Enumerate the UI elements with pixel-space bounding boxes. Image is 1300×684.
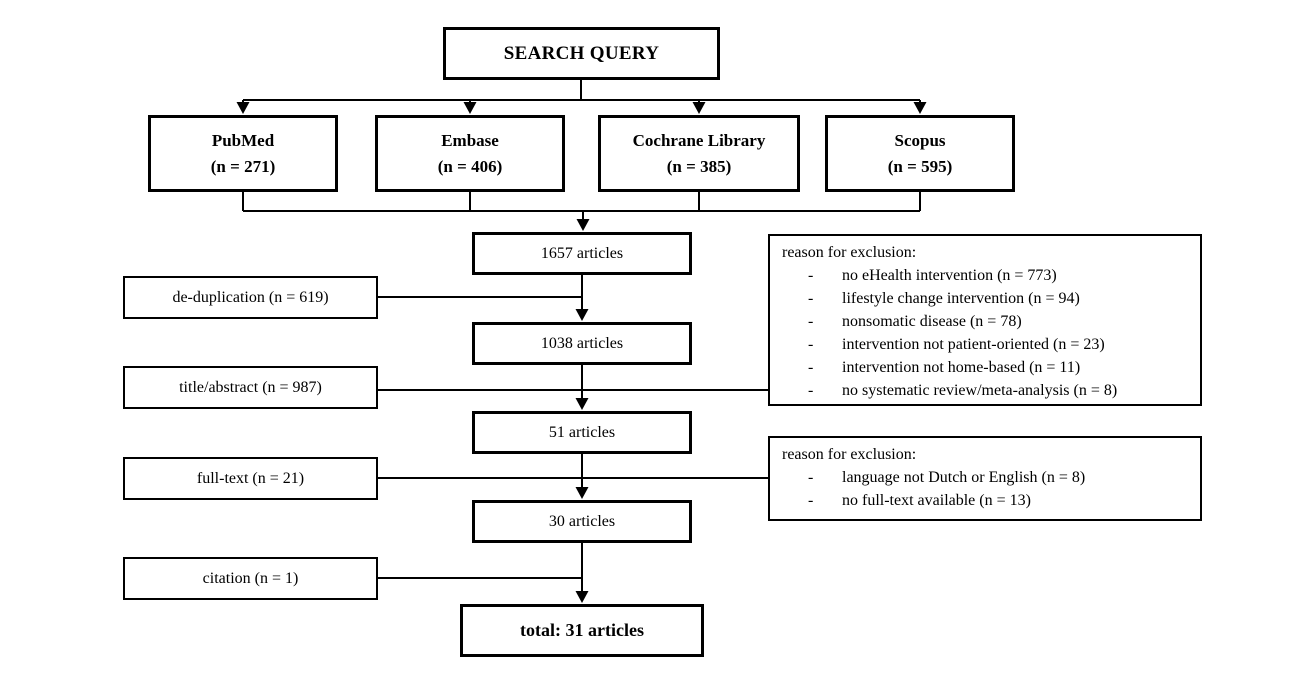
exclusion-title: reason for exclusion: xyxy=(782,244,917,261)
exclusion-item: - no systematic review/meta-analysis (n … xyxy=(782,379,1192,402)
database-merge-connector xyxy=(242,192,921,231)
database-box-cochrane-library: Cochrane Library (n = 385) xyxy=(598,115,800,192)
filter-label: title/abstract (n = 987) xyxy=(179,378,322,396)
exclusion-item-label: no systematic review/meta-analysis (n = … xyxy=(842,382,1118,399)
exclusion-item: - no full-text available (n = 13) xyxy=(782,489,1192,512)
search-query-label: SEARCH QUERY xyxy=(503,42,660,64)
filter-box-citation: citation (n = 1) xyxy=(123,557,378,600)
database-name: Embase xyxy=(441,130,499,150)
exclusion-item-label: no eHealth intervention (n = 773) xyxy=(842,267,1057,284)
exclusion-item-label: language not Dutch or English (n = 8) xyxy=(842,469,1086,486)
database-count: (n = 385) xyxy=(666,156,732,176)
dash-bullet-icon: - xyxy=(808,267,814,284)
database-box-embase: Embase (n = 406) xyxy=(375,115,565,192)
stage-box-30-articles: 30 articles xyxy=(472,500,692,543)
exclusion-title: reason for exclusion: xyxy=(782,446,917,463)
exclusion-item: - intervention not home-based (n = 11) xyxy=(782,356,1192,379)
filter-branch-connectors xyxy=(378,296,768,579)
database-name: Cochrane Library xyxy=(632,130,766,150)
stage-label: 1038 articles xyxy=(540,334,624,352)
dash-bullet-icon: - xyxy=(808,469,814,486)
arrowhead-down-icon xyxy=(575,309,589,321)
stage-label: 1657 articles xyxy=(540,244,624,262)
total-label: total: 31 articles xyxy=(520,620,644,640)
filter-box-de-duplication: de-duplication (n = 619) xyxy=(123,276,378,319)
filter-label: de-duplication (n = 619) xyxy=(172,288,329,306)
stage-label: 51 articles xyxy=(548,423,616,441)
database-count: (n = 406) xyxy=(437,156,503,176)
exclusion-item-label: lifestyle change intervention (n = 94) xyxy=(842,290,1080,307)
total-articles-box: total: 31 articles xyxy=(460,604,704,657)
database-count: (n = 271) xyxy=(210,156,276,176)
arrowhead-down-icon xyxy=(463,102,477,114)
exclusion-item-label: no full-text available (n = 13) xyxy=(842,492,1031,509)
exclusion-item: - lifestyle change intervention (n = 94) xyxy=(782,287,1192,310)
filter-box-title-abstract: title/abstract (n = 987) xyxy=(123,366,378,409)
dash-bullet-icon: - xyxy=(808,313,814,330)
arrowhead-down-icon xyxy=(576,219,590,231)
filter-label: citation (n = 1) xyxy=(202,569,299,587)
exclusion-item: - no eHealth intervention (n = 773) xyxy=(782,264,1192,287)
stage-box-1657-articles: 1657 articles xyxy=(472,232,692,275)
arrowhead-down-icon xyxy=(575,487,589,499)
exclusion-item: - intervention not patient-oriented (n =… xyxy=(782,333,1192,356)
database-box-scopus: Scopus (n = 595) xyxy=(825,115,1015,192)
database-name: Scopus xyxy=(894,130,946,150)
exclusion-item-label: nonsomatic disease (n = 78) xyxy=(842,313,1022,330)
arrowhead-down-icon xyxy=(575,398,589,410)
dash-bullet-icon: - xyxy=(808,359,814,376)
filter-box-full-text: full-text (n = 21) xyxy=(123,457,378,500)
exclusion-box-full-text: reason for exclusion: - language not Dut… xyxy=(768,436,1202,521)
stage-flow-connectors xyxy=(575,275,589,603)
arrowhead-down-icon xyxy=(575,591,589,603)
exclusion-item-label: intervention not home-based (n = 11) xyxy=(842,359,1081,376)
dash-bullet-icon: - xyxy=(808,492,814,509)
exclusion-item: - nonsomatic disease (n = 78) xyxy=(782,310,1192,333)
dash-bullet-icon: - xyxy=(808,336,814,353)
exclusion-box-title-abstract: reason for exclusion: - no eHealth inter… xyxy=(768,234,1202,406)
database-box-pubmed: PubMed (n = 271) xyxy=(148,115,338,192)
arrowhead-down-icon xyxy=(692,102,706,114)
stage-box-51-articles: 51 articles xyxy=(472,411,692,454)
search-query-box: SEARCH QUERY xyxy=(443,27,720,80)
database-count: (n = 595) xyxy=(887,156,953,176)
stage-label: 30 articles xyxy=(548,512,616,530)
stage-box-1038-articles: 1038 articles xyxy=(472,322,692,365)
search-query-fanout-connector xyxy=(236,80,927,114)
exclusion-item: - language not Dutch or English (n = 8) xyxy=(782,466,1192,489)
arrowhead-down-icon xyxy=(913,102,927,114)
dash-bullet-icon: - xyxy=(808,290,814,307)
filter-label: full-text (n = 21) xyxy=(196,469,305,487)
exclusion-item-label: intervention not patient-oriented (n = 2… xyxy=(842,336,1105,353)
database-name: PubMed xyxy=(211,130,275,150)
dash-bullet-icon: - xyxy=(808,382,814,399)
arrowhead-down-icon xyxy=(236,102,250,114)
